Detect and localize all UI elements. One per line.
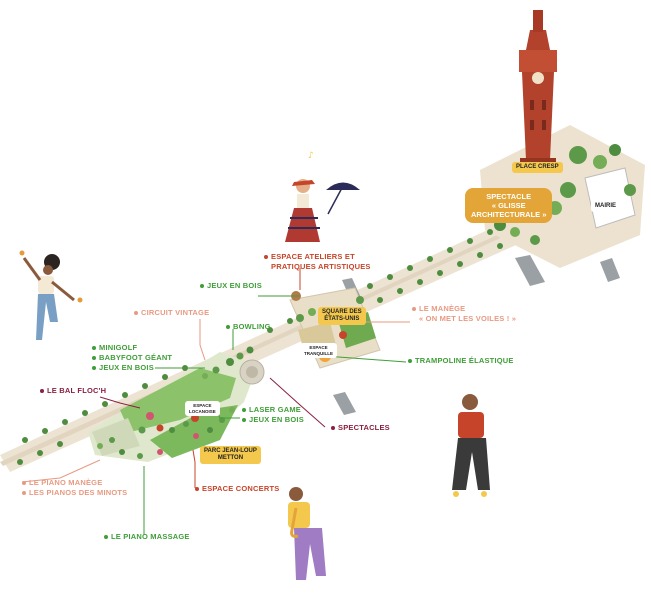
svg-text:♪: ♪ bbox=[308, 151, 314, 161]
bullet-dot bbox=[134, 311, 138, 316]
label-bal-floch: LE BAL FLOC'H bbox=[40, 386, 106, 396]
leader-lines bbox=[21, 268, 410, 535]
side-street bbox=[600, 258, 620, 282]
dancer-character bbox=[19, 250, 83, 340]
label-espace-concerts: ESPACE CONCERTS bbox=[195, 484, 279, 494]
bullet-dot bbox=[412, 307, 416, 312]
bullet-dot bbox=[195, 487, 199, 492]
bullet-dot bbox=[331, 426, 335, 431]
mairie-tag: MAIRIE bbox=[591, 201, 620, 212]
side-street bbox=[333, 392, 356, 415]
label-babyfoot-geant: BABYFOOT GÉANT bbox=[92, 353, 172, 363]
label-jeux-en-bois-mid: JEUX EN BOIS bbox=[242, 415, 304, 425]
bullet-dot bbox=[226, 325, 230, 330]
saxophonist-character bbox=[288, 487, 326, 580]
label-circuit-vintage: CIRCUIT VINTAGE bbox=[134, 308, 209, 318]
label-bowling: BOWLING bbox=[226, 322, 271, 332]
label-piano-massage: LE PIANO MASSAGE bbox=[104, 532, 190, 542]
label-minigolf: MINIGOLF bbox=[92, 343, 137, 353]
bullet-dot bbox=[242, 418, 246, 423]
bullet-dot bbox=[408, 359, 412, 364]
umbrella-woman-character: ♪ bbox=[285, 151, 360, 242]
clock-tower bbox=[519, 10, 557, 166]
bullet-dot bbox=[242, 408, 246, 413]
avenue-trees bbox=[17, 229, 503, 465]
parc-jean-loup-metton-tag: PARC JEAN-LOUP METTON bbox=[200, 446, 261, 464]
label-trampoline-elastique: TRAMPOLINE ÉLASTIQUE bbox=[408, 356, 514, 366]
square-etats-unis-tag: SQUARE DES ÉTATS-UNIS bbox=[318, 307, 366, 325]
espace-locanoise-tag: ESPACE LOCANOISE bbox=[185, 401, 220, 416]
label-espace-ateliers: ESPACE ATELIERS ET PRATIQUES ARTISTIQUES bbox=[264, 252, 371, 272]
label-pianos-des-minots: LES PIANOS DES MINOTS bbox=[22, 488, 127, 498]
bullet-dot bbox=[40, 389, 44, 394]
bullet-dot bbox=[92, 366, 96, 371]
label-manege: LE MANÈGE « ON MET LES VOILES ! » bbox=[412, 304, 516, 324]
label-piano-manege: LE PIANO MANÈGE bbox=[22, 478, 102, 488]
bullet-dot bbox=[200, 284, 204, 289]
bullet-dot bbox=[104, 535, 108, 540]
label-laser-game: LASER GAME bbox=[242, 405, 301, 415]
label-jeux-en-bois-top: JEUX EN BOIS bbox=[200, 281, 262, 291]
bullet-dot bbox=[22, 481, 26, 486]
bullet-dot bbox=[22, 491, 26, 496]
place-cresp-tag: PLACE CRESP bbox=[512, 162, 563, 173]
label-spectacles: SPECTACLES bbox=[331, 423, 390, 433]
label-jeux-en-bois-left: JEUX EN BOIS bbox=[92, 363, 154, 373]
espace-tranquille-tag: ESPACE TRANQUILLE bbox=[300, 343, 337, 358]
bullet-dot bbox=[92, 356, 96, 361]
side-street bbox=[515, 255, 545, 286]
bullet-dot bbox=[264, 255, 268, 260]
bullet-dot bbox=[92, 346, 96, 351]
spectacle-glisse-tag: SPECTACLE « GLISSE ARCHITECTURALE » bbox=[465, 188, 553, 223]
musician-character bbox=[452, 394, 490, 497]
